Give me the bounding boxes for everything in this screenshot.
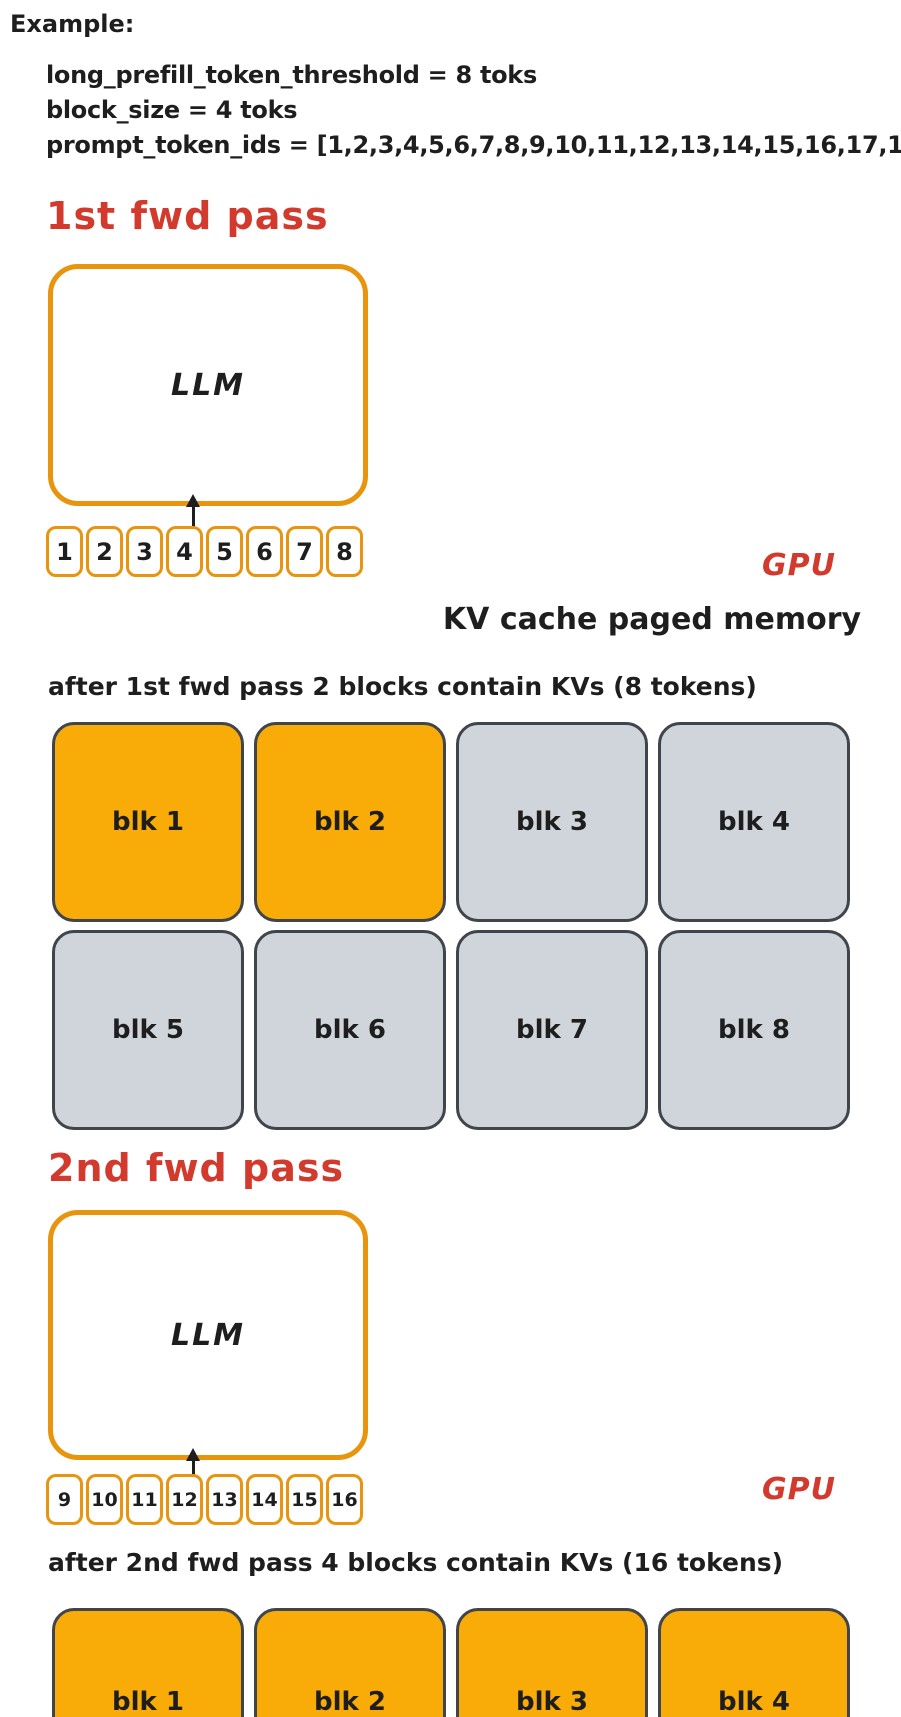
kv-block-8: blk 8 xyxy=(658,930,850,1130)
kv-block-label: blk 4 xyxy=(718,807,790,837)
kv-block-pass2-2: blk 2 xyxy=(254,1608,446,1717)
token-box-4: 4 xyxy=(166,526,203,577)
pass1-title: 1st fwd pass xyxy=(46,194,329,238)
kv-block-5: blk 5 xyxy=(52,930,244,1130)
kv-block-pass2-4: blk 4 xyxy=(658,1608,850,1717)
arrow-head-icon xyxy=(186,494,200,507)
token-box-8: 8 xyxy=(326,526,363,577)
kv-grid-row2: blk 5 blk 6 blk 7 blk 8 xyxy=(52,930,850,1130)
kv-block-label: blk 2 xyxy=(314,807,386,837)
caption-after-pass1: after 1st fwd pass 2 blocks contain KVs … xyxy=(48,672,757,701)
token-box-14: 14 xyxy=(246,1474,283,1525)
kv-block-pass2-1: blk 1 xyxy=(52,1608,244,1717)
gpu-label-pass2: GPU xyxy=(762,1472,836,1507)
token-row-pass2: 9 10 11 12 13 14 15 16 xyxy=(46,1474,363,1525)
config-block: long_prefill_token_threshold = 8 toks bl… xyxy=(46,58,901,163)
token-box-9: 9 xyxy=(46,1474,83,1525)
kv-block-label: blk 5 xyxy=(112,1015,184,1045)
kv-block-label: blk 6 xyxy=(314,1015,386,1045)
kv-block-pass2-3: blk 3 xyxy=(456,1608,648,1717)
kv-block-label: blk 2 xyxy=(314,1687,386,1717)
config-line-block-size: block_size = 4 toks xyxy=(46,96,298,124)
token-box-15: 15 xyxy=(286,1474,323,1525)
example-label: Example: xyxy=(10,10,135,38)
token-box-11: 11 xyxy=(126,1474,163,1525)
kv-block-label: blk 4 xyxy=(718,1687,790,1717)
token-box-13: 13 xyxy=(206,1474,243,1525)
kv-block-4: blk 4 xyxy=(658,722,850,922)
llm-label-pass2: LLM xyxy=(170,1317,246,1353)
gpu-label-pass1: GPU xyxy=(762,548,836,583)
kv-block-3: blk 3 xyxy=(456,722,648,922)
caption-after-pass2: after 2nd fwd pass 4 blocks contain KVs … xyxy=(48,1548,784,1577)
llm-box-pass2: LLM xyxy=(48,1210,368,1460)
token-box-7: 7 xyxy=(286,526,323,577)
config-line-threshold: long_prefill_token_threshold = 8 toks xyxy=(46,61,537,89)
pass2-title: 2nd fwd pass xyxy=(48,1146,345,1190)
kv-block-label: blk 3 xyxy=(516,1687,588,1717)
token-box-5: 5 xyxy=(206,526,243,577)
kv-block-label: blk 1 xyxy=(112,807,184,837)
kv-block-label: blk 8 xyxy=(718,1015,790,1045)
kv-block-6: blk 6 xyxy=(254,930,446,1130)
kv-cache-title: KV cache paged memory xyxy=(442,602,862,637)
llm-label-pass1: LLM xyxy=(170,367,246,403)
token-box-10: 10 xyxy=(86,1474,123,1525)
kv-block-7: blk 7 xyxy=(456,930,648,1130)
token-row-pass1: 1 2 3 4 5 6 7 8 xyxy=(46,526,363,577)
arrow-head-icon xyxy=(186,1448,200,1461)
kv-block-1: blk 1 xyxy=(52,722,244,922)
config-line-prompt-token-ids: prompt_token_ids = [1,2,3,4,5,6,7,8,9,10… xyxy=(46,131,901,159)
token-box-6: 6 xyxy=(246,526,283,577)
token-box-3: 3 xyxy=(126,526,163,577)
llm-box-pass1: LLM xyxy=(48,264,368,506)
kv-block-label: blk 3 xyxy=(516,807,588,837)
kv-grid-row3: blk 1 blk 2 blk 3 blk 4 xyxy=(52,1608,850,1717)
token-box-16: 16 xyxy=(326,1474,363,1525)
kv-block-label: blk 7 xyxy=(516,1015,588,1045)
token-box-1: 1 xyxy=(46,526,83,577)
kv-grid-row1: blk 1 blk 2 blk 3 blk 4 xyxy=(52,722,850,922)
token-box-12: 12 xyxy=(166,1474,203,1525)
token-box-2: 2 xyxy=(86,526,123,577)
kv-block-label: blk 1 xyxy=(112,1687,184,1717)
kv-block-2: blk 2 xyxy=(254,722,446,922)
